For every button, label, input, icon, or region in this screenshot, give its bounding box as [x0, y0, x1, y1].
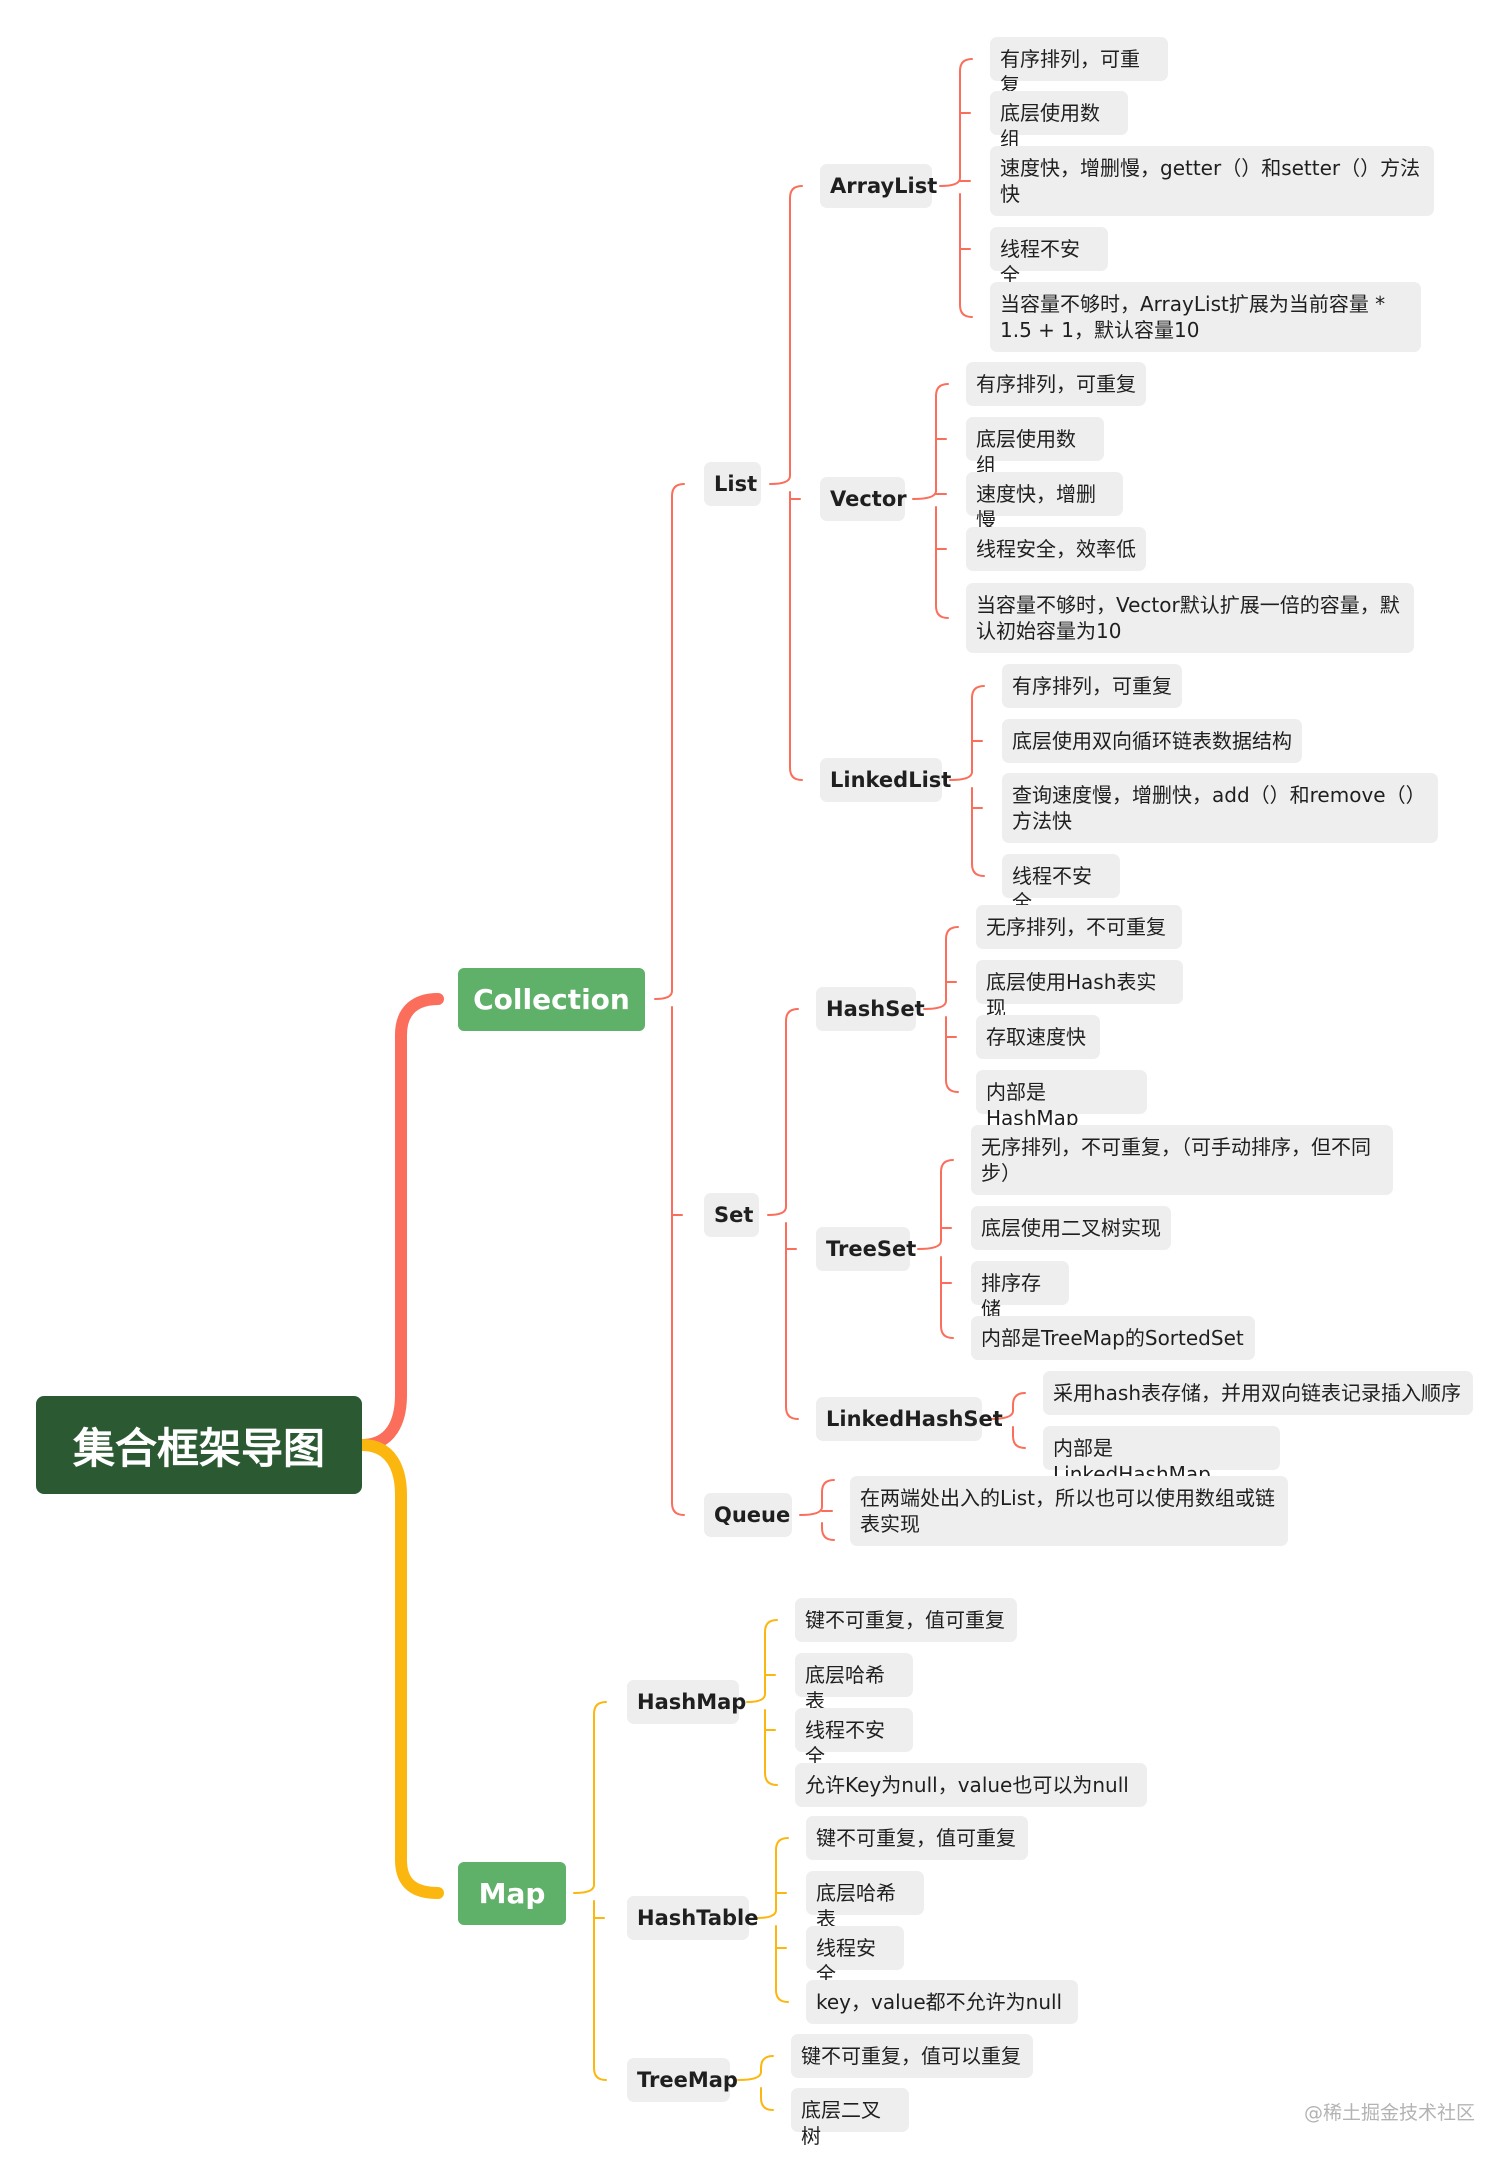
arraylist-bracket: [959, 193, 973, 318]
treeset-item: 内部是TreeMap的SortedSet: [971, 1316, 1255, 1360]
collection-bracket: [654, 483, 685, 1000]
treemap-item: 底层二叉树: [791, 2088, 909, 2148]
hashtable-node: HashTable: [627, 1896, 758, 1940]
map-node: Map: [458, 1862, 566, 1925]
linkedlist-item: 底层使用双向循环链表数据结构: [1002, 719, 1302, 763]
set-node: Set: [704, 1193, 759, 1237]
vector-bracket: [912, 383, 949, 500]
hashmap-node: HashMap: [627, 1680, 746, 1724]
queue-item: 在两端处出入的List，所以也可以使用数组或链表实现: [850, 1476, 1288, 1546]
root-node: 集合框架导图: [36, 1396, 362, 1494]
arraylist-item: 速度快，增删慢，getter（）和setter（）方法快: [990, 146, 1434, 216]
vector-item: 当容量不够时，Vector默认扩展一倍的容量，默认初始容量为10: [966, 583, 1414, 653]
hashset-bracket: [945, 1016, 959, 1093]
arraylist-node: ArrayList: [820, 164, 937, 208]
hashset-item: 无序排列，不可重复: [976, 905, 1182, 949]
linkedhashset-item: 采用hash表存储，并用双向链表记录插入顺序: [1043, 1371, 1473, 1415]
hashtable-item: 键不可重复，值可重复: [806, 1816, 1028, 1860]
list-bracket: [769, 185, 803, 485]
hashmap-item: 底层哈希表: [795, 1653, 913, 1713]
hashtable-item: 底层哈希表: [806, 1871, 924, 1931]
list-node: List: [704, 462, 761, 506]
arraylist-item: 底层使用数组: [990, 91, 1128, 151]
hashmap-item: 允许Key为null，value也可以为null: [795, 1763, 1147, 1807]
hashset-bracket: [923, 926, 959, 1010]
watermark-text: @稀土掘金技术社区: [1304, 2102, 1476, 2124]
treeset-node: TreeSet: [816, 1227, 916, 1271]
linkedhashset-item: 内部是LinkedHashMap: [1043, 1426, 1280, 1486]
hashmap-item: 键不可重复，值可重复: [795, 1598, 1017, 1642]
treeset-item: 无序排列，不可重复，（可手动排序，但不同步）: [971, 1125, 1393, 1195]
arraylist-item: 当容量不够时，ArrayList扩展为当前容量 * 1.5 + 1，默认容量10: [990, 282, 1421, 352]
hashtable-bracket: [775, 1925, 789, 2003]
treemap-node: TreeMap: [627, 2058, 738, 2102]
linkedlist-bracket: [949, 685, 985, 781]
map-bracket: [573, 1701, 607, 1894]
hashset-item: 底层使用Hash表实现: [976, 960, 1183, 1020]
vector-node: Vector: [820, 477, 907, 521]
map-bracket: [593, 1900, 607, 2081]
collection-node: Collection: [458, 968, 645, 1031]
queue-node: Queue: [704, 1493, 792, 1537]
root-branch-collection: [356, 993, 444, 1451]
set-bracket: [767, 1008, 799, 1216]
linkedlist-item: 有序排列，可重复: [1002, 664, 1182, 708]
vector-item: 速度快，增删慢: [966, 472, 1123, 532]
treemap-bracket: [737, 2055, 774, 2081]
treeset-item: 排序存储: [971, 1261, 1069, 1321]
vector-item: 线程安全，效率低: [966, 527, 1146, 571]
vector-item: 有序排列，可重复: [966, 362, 1146, 406]
treeset-item: 底层使用二叉树实现: [971, 1206, 1171, 1250]
hashtable-item: key，value都不允许为null: [806, 1980, 1078, 2024]
hashmap-item: 线程不安全: [795, 1708, 913, 1768]
vector-item: 底层使用数组: [966, 417, 1104, 477]
set-bracket: [785, 1222, 799, 1420]
arraylist-bracket: [939, 58, 973, 187]
arraylist-item: 有序排列，可重复: [990, 37, 1168, 97]
linkedhashset-bracket: [1012, 1426, 1026, 1449]
list-bracket: [789, 491, 803, 781]
linkedlist-item: 线程不安全: [1002, 854, 1120, 914]
linkedlist-bracket: [971, 787, 985, 877]
hashset-item: 内部是HashMap: [976, 1070, 1147, 1130]
hashmap-bracket: [746, 1619, 778, 1703]
vector-bracket: [935, 506, 949, 619]
queue-bracket: [799, 1479, 835, 1516]
arraylist-item: 线程不安全: [990, 227, 1108, 287]
treemap-bracket: [760, 2087, 774, 2111]
hashset-item: 存取速度快: [976, 1015, 1100, 1059]
linkedlist-item: 查询速度慢，增删快，add（）和remove（）方法快: [1002, 773, 1438, 843]
treeset-bracket: [940, 1256, 954, 1339]
collection-bracket: [671, 1006, 685, 1516]
treeset-bracket: [917, 1159, 954, 1250]
queue-bracket: [821, 1522, 835, 1541]
treemap-item: 键不可重复，值可以重复: [791, 2034, 1033, 2078]
linkedhashset-node: LinkedHashSet: [816, 1397, 1003, 1441]
linkedlist-node: LinkedList: [820, 758, 951, 802]
linkedhashset-bracket: [989, 1392, 1026, 1420]
hashset-node: HashSet: [816, 987, 925, 1031]
hashtable-item: 线程安全: [806, 1926, 904, 1986]
hashtable-bracket: [756, 1837, 789, 1919]
root-branch-map: [356, 1439, 444, 1899]
hashmap-bracket: [764, 1709, 778, 1786]
